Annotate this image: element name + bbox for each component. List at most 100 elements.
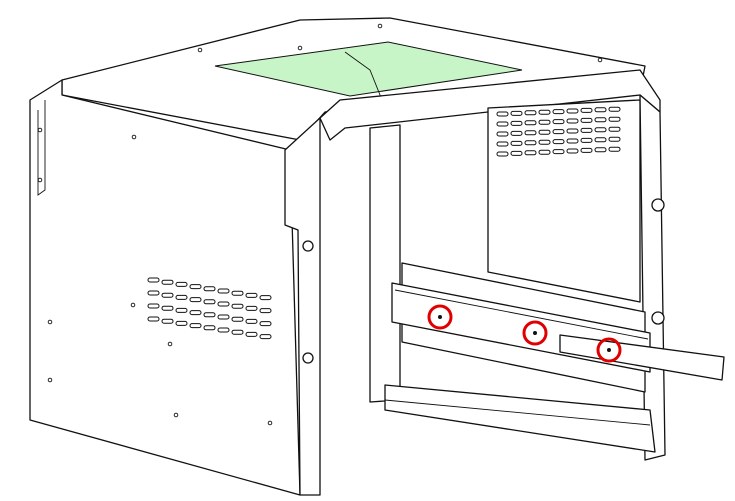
vent-slot	[496, 111, 509, 117]
vent-slot	[496, 131, 509, 137]
vent-slot	[566, 138, 579, 144]
hole	[173, 412, 179, 418]
vent-slot	[189, 297, 202, 303]
vent-slot	[538, 129, 551, 135]
slide-extension	[559, 334, 725, 381]
vent-slots	[147, 106, 621, 340]
vent-slot	[245, 318, 258, 324]
vent-slot	[259, 321, 272, 327]
vent-slot	[496, 141, 509, 147]
vent-slot	[566, 118, 579, 124]
vent-slot	[245, 331, 258, 337]
vent-slot	[147, 290, 160, 296]
vent-slot	[608, 126, 621, 132]
vent-slot	[217, 288, 230, 294]
vent-slot	[245, 292, 258, 298]
vent-slot	[524, 130, 537, 136]
hole	[131, 134, 137, 140]
highlight-circle	[522, 320, 548, 346]
vent-slot	[580, 117, 593, 123]
hole	[267, 420, 273, 426]
vent-slot	[231, 290, 244, 296]
vent-slot	[538, 109, 551, 115]
vent-slot	[510, 110, 523, 116]
vent-slot	[608, 136, 621, 142]
knob	[651, 311, 665, 325]
vent-slot	[552, 149, 565, 155]
vent-slot	[259, 308, 272, 314]
vent-slot	[510, 120, 523, 126]
vent-slot	[524, 110, 537, 116]
vent-slot	[594, 147, 607, 153]
vent-slot	[161, 318, 174, 324]
vent-slot	[217, 327, 230, 333]
knob	[302, 352, 314, 364]
vent-slot	[231, 303, 244, 309]
hole	[37, 127, 43, 133]
vent-slot	[594, 127, 607, 133]
hole	[37, 177, 43, 183]
right-front-upright	[369, 124, 401, 403]
vent-slot	[147, 277, 160, 283]
vent-slot	[259, 295, 272, 301]
vent-slot	[524, 150, 537, 156]
vent-slot	[538, 139, 551, 145]
vent-slot	[203, 312, 216, 318]
vent-slot	[217, 314, 230, 320]
vent-slot	[189, 310, 202, 316]
vent-slot	[510, 140, 523, 146]
vent-slot	[538, 149, 551, 155]
left-side-panel	[29, 79, 301, 496]
vent-slot	[161, 292, 174, 298]
vent-slot	[566, 148, 579, 154]
vent-slot	[580, 147, 593, 153]
bottom-tray	[384, 384, 656, 453]
vent-slot	[594, 137, 607, 143]
vent-slot	[231, 316, 244, 322]
vent-slot	[147, 303, 160, 309]
hole	[377, 23, 383, 29]
vent-slot	[203, 286, 216, 292]
screw-hole	[438, 315, 442, 319]
mounting-holes	[37, 23, 603, 426]
hole	[197, 47, 203, 53]
vent-slot	[189, 323, 202, 329]
hole	[297, 45, 303, 51]
vent-slot	[496, 121, 509, 127]
vent-slot	[175, 294, 188, 300]
vent-slot	[203, 325, 216, 331]
vent-slot	[552, 129, 565, 135]
hole	[167, 341, 173, 347]
vent-slot	[552, 119, 565, 125]
right-side-post	[639, 94, 666, 461]
vent-slot	[538, 119, 551, 125]
vent-slot	[217, 301, 230, 307]
hole	[597, 57, 603, 63]
vent-slot	[580, 137, 593, 143]
hole	[47, 319, 53, 325]
left-panel-edge	[37, 100, 46, 196]
tray-edge	[384, 399, 651, 426]
vent-slot	[510, 130, 523, 136]
highlight-circle	[596, 337, 622, 363]
vent-slot	[580, 127, 593, 133]
knob	[651, 198, 665, 212]
hole	[47, 377, 53, 383]
vent-slot	[496, 151, 509, 157]
highlight-circle	[427, 304, 453, 330]
highlight-markers	[427, 304, 622, 363]
vent-slot	[524, 140, 537, 146]
vent-slot	[608, 116, 621, 122]
screw-hole	[533, 331, 537, 335]
vent-slot	[552, 139, 565, 145]
vent-slot	[259, 334, 272, 340]
vent-slot	[231, 329, 244, 335]
vent-slot	[566, 128, 579, 134]
vent-slot	[594, 107, 607, 113]
window-inner-edge	[344, 51, 383, 101]
vent-slot	[175, 307, 188, 313]
vent-slot	[189, 284, 202, 290]
vent-slot	[175, 320, 188, 326]
vent-slot	[608, 146, 621, 152]
